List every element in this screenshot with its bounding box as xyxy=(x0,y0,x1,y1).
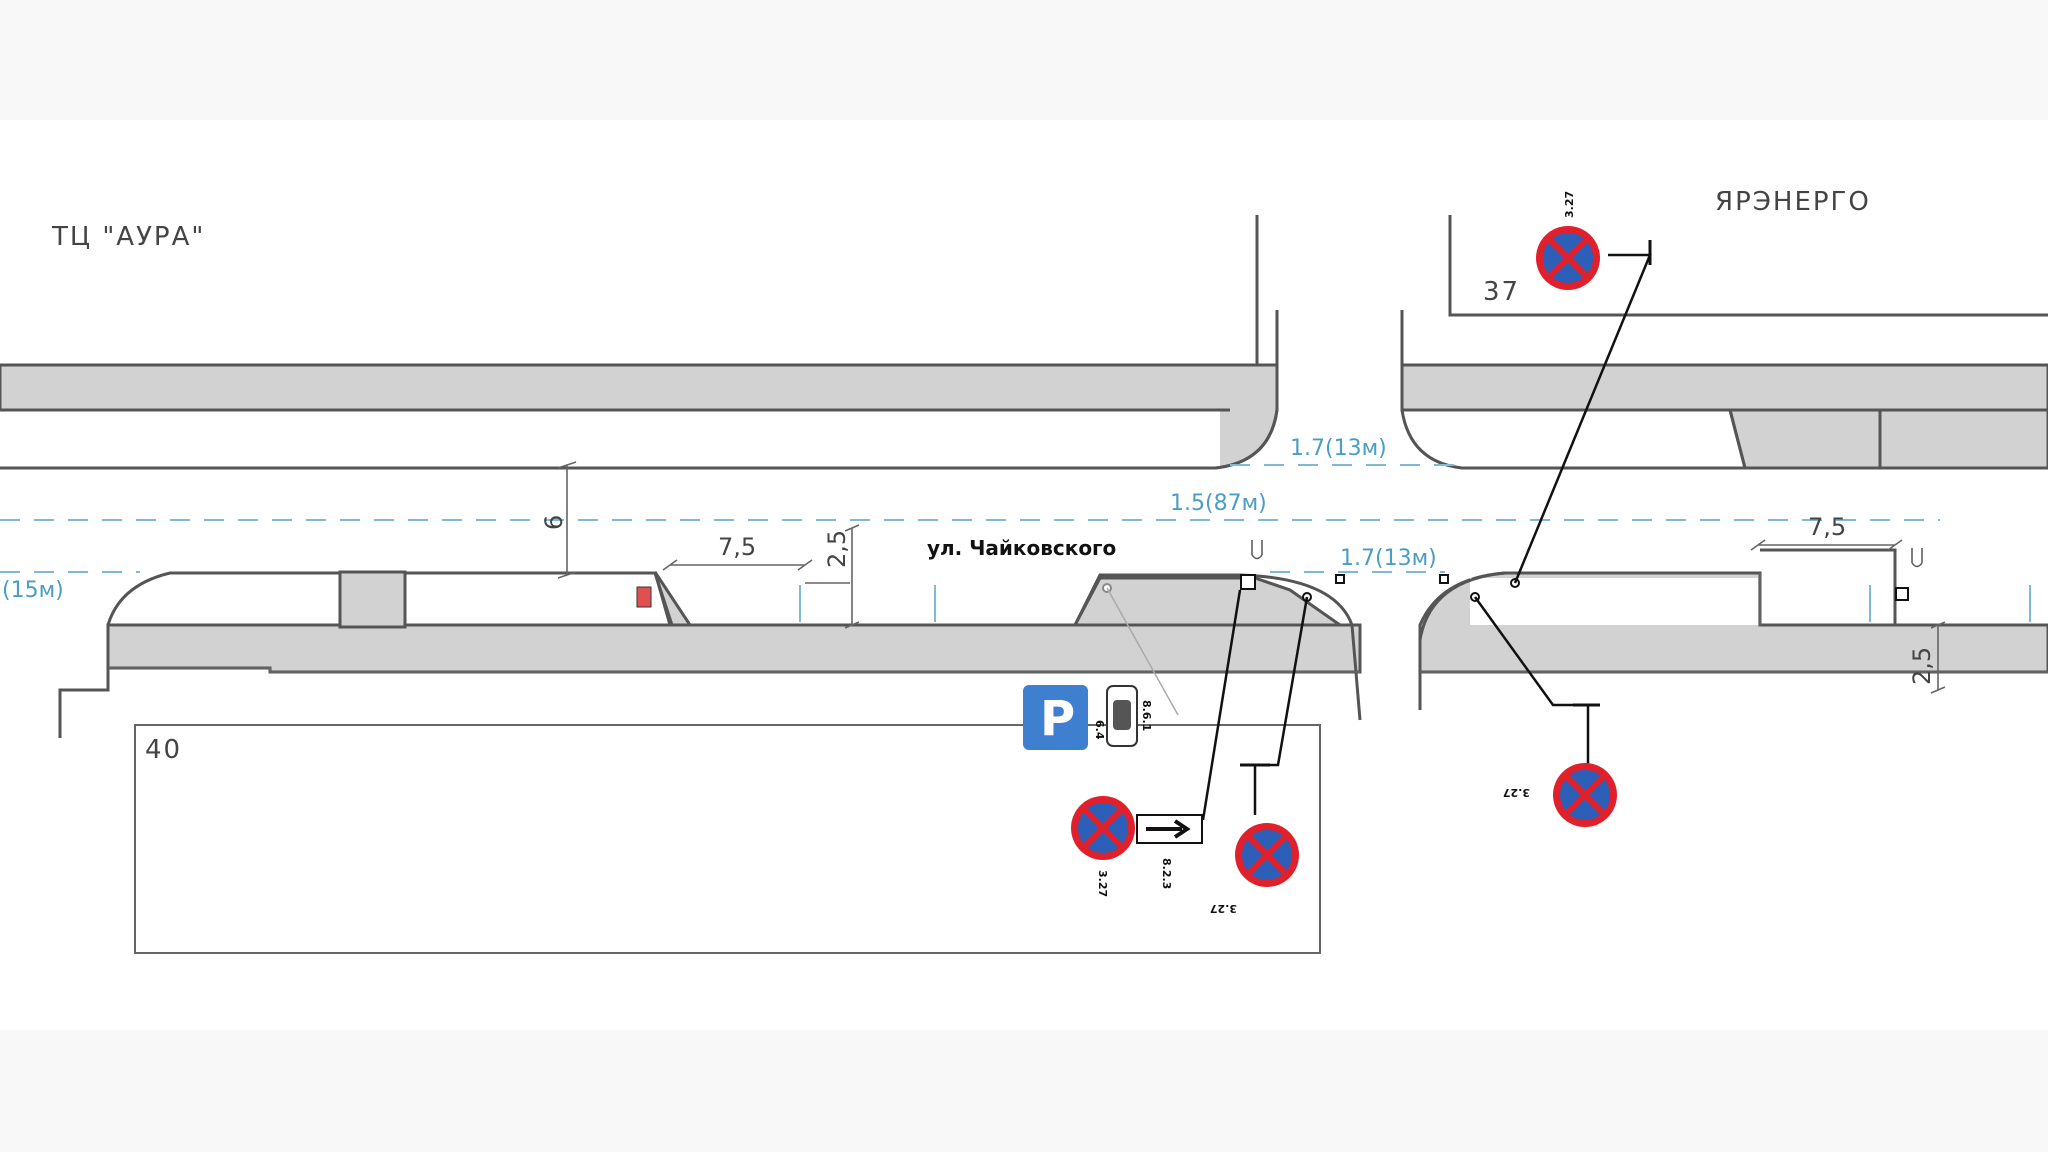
center-line-label: 1.5(87м) xyxy=(1170,491,1267,516)
bottom-crossing-label: 1.7(13м) xyxy=(1340,546,1437,571)
svg-text:3.27: 3.27 xyxy=(1503,786,1530,799)
left-edge-label: 7(15м) xyxy=(0,578,64,603)
mall-label: ТЦ "АУРА" xyxy=(51,222,205,252)
svg-text:2,5: 2,5 xyxy=(1908,647,1936,685)
svg-text:P: P xyxy=(1040,691,1075,747)
no-stopping-sign-a: 3.27 xyxy=(1071,796,1135,897)
no-stopping-sign-d: 3.27 xyxy=(1536,191,1600,290)
dimension-road-width: 6 xyxy=(540,461,577,579)
red-marker xyxy=(636,586,652,608)
svg-text:3.27: 3.27 xyxy=(1096,870,1109,897)
sidewalk-bottom-left xyxy=(58,570,1362,738)
sidewalk-top-right xyxy=(1400,215,2048,470)
sign-crossbars xyxy=(1240,240,1652,767)
top-crossing-label: 1.7(13м) xyxy=(1290,436,1387,461)
sidewalk-top-left xyxy=(0,215,1279,470)
building-37-label: 37 xyxy=(1483,277,1520,307)
svg-text:3.27: 3.27 xyxy=(1563,191,1576,218)
yarenergo-label: ЯРЭНЕРГО xyxy=(1715,187,1871,217)
building-40 xyxy=(134,724,1321,954)
road-markings: 1.7(13м) 1.5(87м) 1.7(13м) 7(15м) xyxy=(0,436,1940,603)
dimension-bay-left: 7,5 2,5 xyxy=(662,524,860,629)
no-stopping-sign-c: 3.27 xyxy=(1503,763,1617,827)
sidewalk-bottom-right xyxy=(1418,548,2048,710)
svg-text:6.4: 6.4 xyxy=(1093,720,1106,740)
svg-text:7,5: 7,5 xyxy=(1808,513,1846,541)
svg-text:7,5: 7,5 xyxy=(718,533,756,561)
svg-text:6: 6 xyxy=(540,515,568,530)
parking-sign: P 6.4 xyxy=(1023,685,1106,750)
svg-text:8.6.1: 8.6.1 xyxy=(1140,700,1153,731)
street-name: ул. Чайковского xyxy=(927,536,1116,560)
parking-method-plate: 8.6.1 xyxy=(1106,685,1153,747)
no-stopping-sign-b: 3.27 xyxy=(1210,823,1299,915)
svg-text:3.27: 3.27 xyxy=(1210,902,1237,915)
building-40-label: 40 xyxy=(145,735,182,765)
dimension-bay-right: 7,5 2,5 xyxy=(1750,513,1946,694)
parking-stall-lines xyxy=(799,585,2031,622)
direction-plate: 8.2.3 xyxy=(1136,814,1203,889)
svg-text:2,5: 2,5 xyxy=(823,530,851,568)
pole-markers xyxy=(1102,540,1923,602)
svg-text:8.2.3: 8.2.3 xyxy=(1160,858,1173,889)
